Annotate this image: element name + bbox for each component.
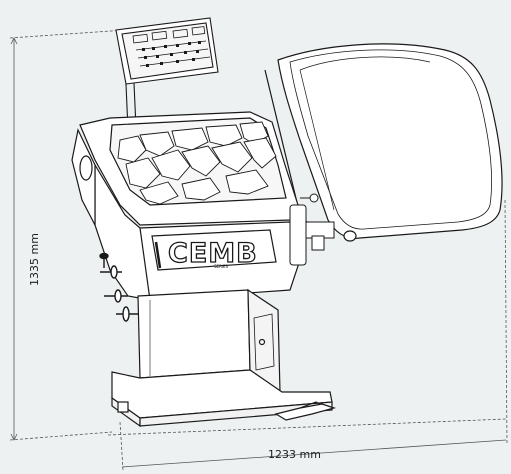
wheel-guard	[264, 43, 503, 242]
width-dimension-label: 1233 mm	[268, 448, 321, 461]
brand-sub-label: SERIES	[214, 264, 229, 269]
height-dimension-label: 1335 mm	[28, 233, 41, 286]
side-weight-pins	[99, 252, 138, 322]
height-dimension	[9, 29, 126, 441]
pedestal	[137, 288, 281, 394]
width-dimension	[107, 199, 508, 471]
spindle-shaft	[289, 193, 335, 266]
control-panel	[115, 17, 219, 131]
machine-base	[111, 369, 337, 428]
brand-logo: CEMB	[168, 238, 258, 269]
machine-body	[71, 111, 301, 301]
